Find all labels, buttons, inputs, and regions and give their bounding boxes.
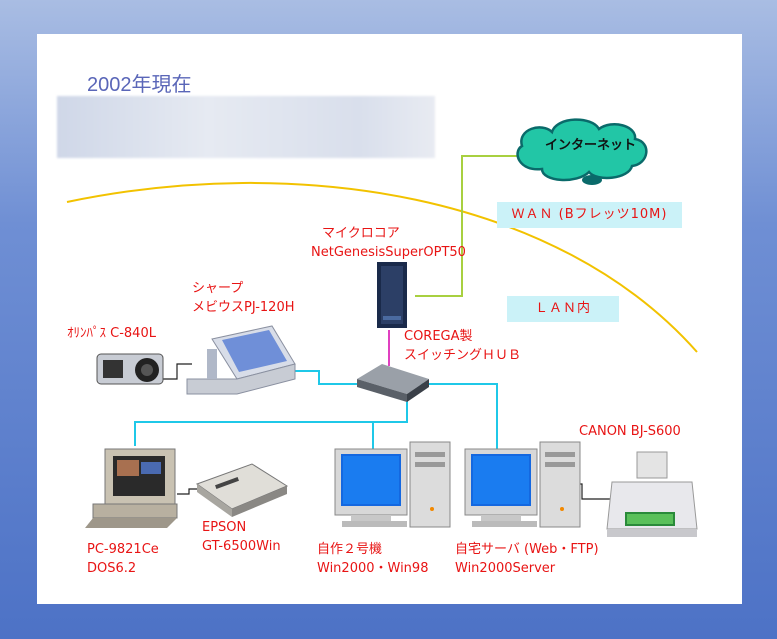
server-label-line2: Win2000Server xyxy=(455,561,556,576)
blurred-subtitle xyxy=(57,96,435,158)
internet-cloud-icon xyxy=(516,118,648,185)
wan-cable xyxy=(415,155,517,297)
printer-icon xyxy=(606,451,698,537)
pc2-computer-icon xyxy=(334,441,451,528)
network-diagram-graphics xyxy=(66,118,698,537)
wan-box: ＷＡＮ (Bフレッツ10M) xyxy=(497,202,682,228)
laptop-icon xyxy=(186,325,296,395)
printer-label: CANON BJ-S600 xyxy=(579,424,681,439)
hub-label-line2: スイッチングＨＵＢ xyxy=(404,348,522,363)
internet-label: インターネット xyxy=(545,138,637,153)
lan-cables xyxy=(134,370,498,449)
pc98-label-line1: PC-9821Ce xyxy=(87,542,159,557)
lan-boundary-arc xyxy=(66,181,698,353)
laptop-label-line1: シャープ xyxy=(192,281,244,296)
year-title: 2002年現在 xyxy=(87,74,192,96)
lan-box: ＬＡＮ内 xyxy=(507,296,619,322)
camera-label: ｵﾘﾝﾊﾟｽ C-840L xyxy=(67,326,156,341)
hub-label-line1: COREGA製 xyxy=(404,329,473,344)
digital-camera-icon xyxy=(96,353,164,385)
scanner-icon xyxy=(195,463,289,517)
server-label-line1: 自宅サーバ (Web・FTP) xyxy=(455,542,599,557)
switching-hub-icon xyxy=(357,364,429,402)
router-label-line2: NetGenesisSuperOPT50 xyxy=(311,245,466,260)
server-computer-icon xyxy=(464,441,581,528)
pc98-label-line2: DOS6.2 xyxy=(87,561,137,576)
scanner-label-line1: EPSON xyxy=(202,520,247,535)
laptop-label-line2: メビウスPJ-120H xyxy=(192,300,295,315)
router-label-line1: マイクロコア xyxy=(322,226,400,241)
pc98-computer-icon xyxy=(85,448,178,528)
pc2-label-line2: Win2000・Win98 xyxy=(317,561,429,576)
pc2-label-line1: 自作２号機 xyxy=(317,542,383,557)
router-icon xyxy=(377,262,407,328)
scanner-label-line2: GT-6500Win xyxy=(202,539,281,554)
slide: 2002年現在 xyxy=(37,34,742,604)
